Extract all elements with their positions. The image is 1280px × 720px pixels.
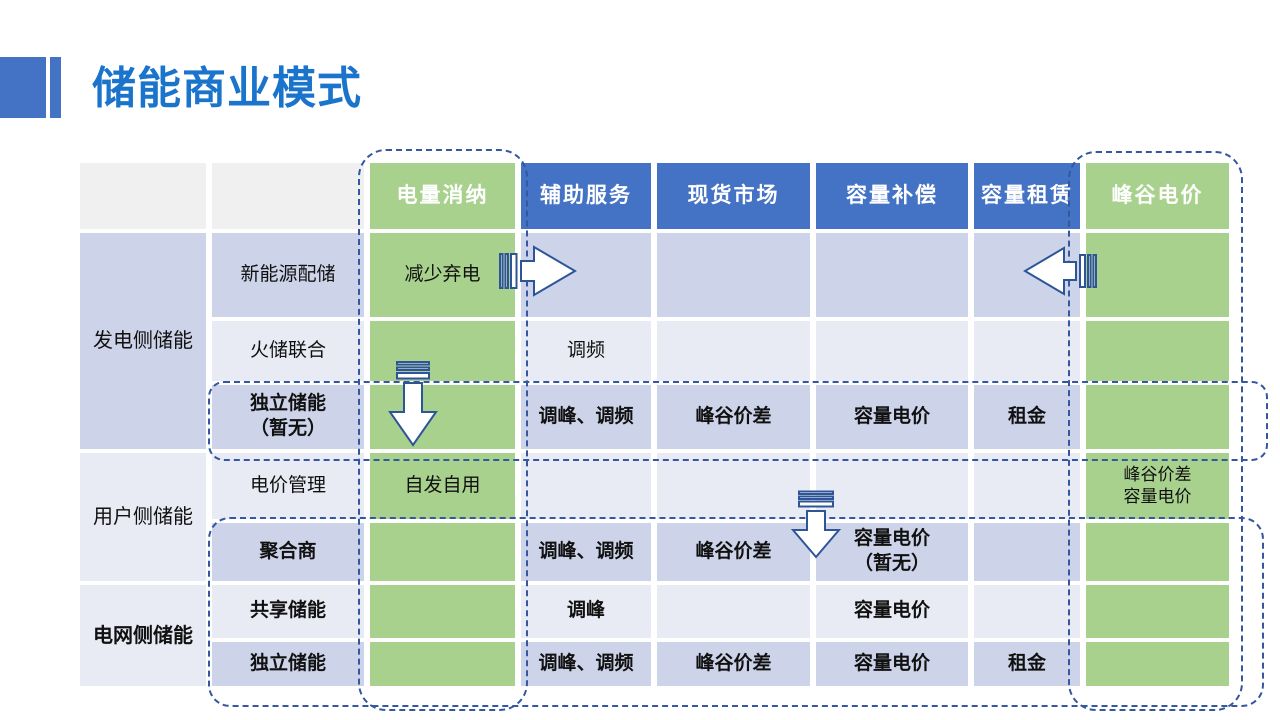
data-cell [370,642,515,686]
data-cell: 峰谷价差 [657,385,810,449]
data-cell: 调峰、调频 [521,523,651,581]
data-cell: 调峰、调频 [521,385,651,449]
header-cell-2 [212,163,364,229]
row-label-cell: 火储联合 [212,321,364,381]
data-cell [974,585,1080,638]
data-cell [974,321,1080,381]
data-cell [974,523,1080,581]
group-label-cell-3: 电网侧储能 [80,585,206,686]
page-title: 储能商业模式 [92,64,362,113]
data-cell [974,453,1080,519]
data-cell: 调峰、调频 [521,642,651,686]
header-cell-3: 电量消纳 [370,163,515,229]
data-cell [1086,585,1229,638]
data-cell [370,585,515,638]
data-cell [370,523,515,581]
data-cell [1086,385,1229,449]
data-cell [816,453,968,519]
data-cell [1086,642,1229,686]
business-model-table: 电量消纳辅助服务现货市场容量补偿容量租赁峰谷电价发电侧储能新能源配储减少弃电火储… [80,163,1229,686]
data-cell: 容量电价 （暂无） [816,523,968,581]
header-cell-7: 容量租赁 [974,163,1080,229]
data-cell: 容量电价 [816,585,968,638]
data-cell: 减少弃电 [370,233,515,317]
data-cell: 租金 [974,385,1080,449]
header-cell-1 [80,163,206,229]
group-label-cell-1: 发电侧储能 [80,233,206,449]
row-label-cell: 独立储能 [212,642,364,686]
data-cell: 调峰 [521,585,651,638]
title-accent-square [0,57,46,118]
row-label-cell: 独立储能 （暂无） [212,385,364,449]
row-label-cell: 电价管理 [212,453,364,519]
data-cell: 容量电价 [816,385,968,449]
data-cell [657,453,810,519]
header-cell-5: 现货市场 [657,163,810,229]
data-cell [521,453,651,519]
data-cell: 容量电价 [816,642,968,686]
data-cell [1086,233,1229,317]
header-cell-8: 峰谷电价 [1086,163,1229,229]
data-cell: 峰谷价差 容量电价 [1086,453,1229,519]
header-cell-4: 辅助服务 [521,163,651,229]
data-cell [1086,523,1229,581]
data-cell: 租金 [974,642,1080,686]
data-cell [657,321,810,381]
data-cell: 峰谷价差 [657,523,810,581]
data-cell [370,385,515,449]
data-cell [1086,321,1229,381]
data-cell [521,233,651,317]
data-cell [816,321,968,381]
data-cell: 调频 [521,321,651,381]
title-accent-bar [50,57,61,118]
group-label-cell-2: 用户侧储能 [80,453,206,581]
header-cell-6: 容量补偿 [816,163,968,229]
data-cell [816,233,968,317]
data-cell: 峰谷价差 [657,642,810,686]
row-label-cell: 聚合商 [212,523,364,581]
data-cell [370,321,515,381]
data-cell: 自发自用 [370,453,515,519]
row-label-cell: 新能源配储 [212,233,364,317]
data-cell [657,585,810,638]
row-label-cell: 共享储能 [212,585,364,638]
data-cell [657,233,810,317]
data-cell [974,233,1080,317]
